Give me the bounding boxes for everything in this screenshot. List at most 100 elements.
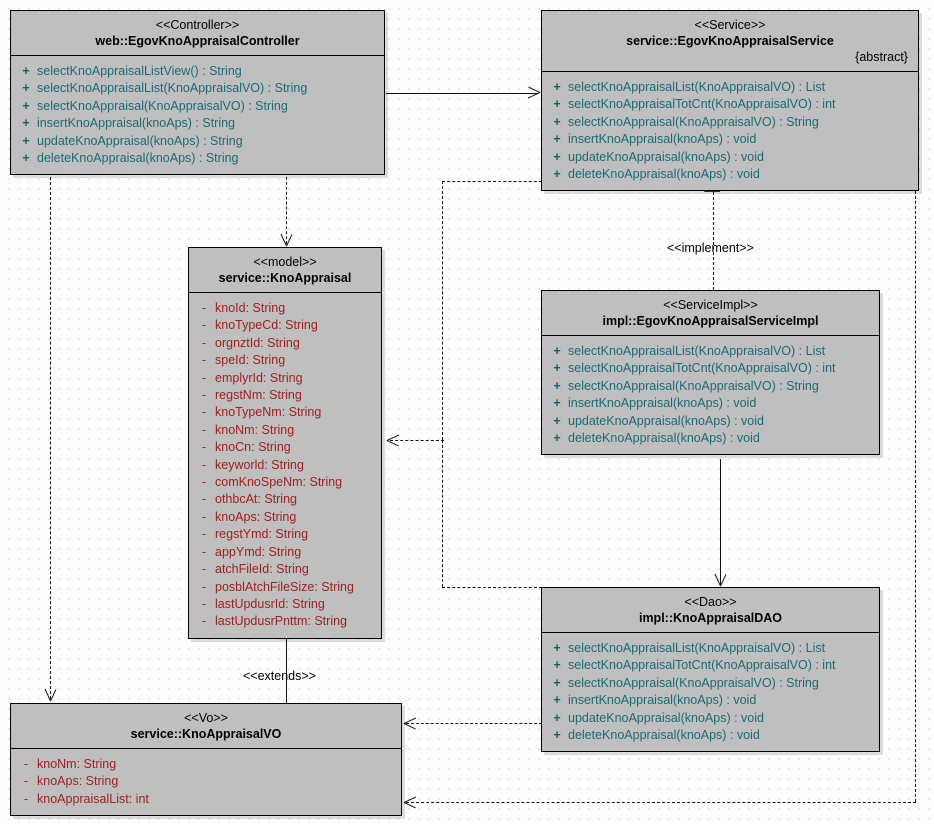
class-member: -knoTypeNm: String xyxy=(193,404,377,421)
class-member: +selectKnoAppraisalListView() : String xyxy=(15,63,380,80)
member-signature: knoNm: String xyxy=(215,422,295,437)
visibility-marker: - xyxy=(201,370,207,385)
visibility-marker: + xyxy=(553,378,561,393)
visibility-marker: + xyxy=(553,658,561,673)
class-member: -knoNm: String xyxy=(15,756,397,773)
class-members-service: +selectKnoAppraisalList(KnoAppraisalVO) … xyxy=(542,72,918,191)
class-members-controller: +selectKnoAppraisalListView() : String +… xyxy=(11,56,384,175)
member-signature: selectKnoAppraisal(KnoAppraisalVO) : Str… xyxy=(568,114,819,129)
visibility-marker: + xyxy=(553,344,561,358)
class-members-dao: + selectKnoAppraisalList(KnoAppraisalVO) … xyxy=(542,633,879,752)
class-member: -regstNm: String xyxy=(193,387,377,404)
class-stereotype: <<Service>> xyxy=(694,18,766,32)
visibility-marker: - xyxy=(23,757,29,771)
class-member: +selectKnoAppraisalList(KnoAppraisalVO) … xyxy=(546,640,875,657)
class-stereotype: <<Dao>> xyxy=(684,595,737,609)
visibility-marker: - xyxy=(201,440,207,455)
member-signature: lastUpdusrPnttm: String xyxy=(215,614,347,629)
member-signature: knoNm: String xyxy=(37,757,117,771)
visibility-marker: - xyxy=(201,579,207,594)
class-member: +selectKnoAppraisalList(KnoAppraisalVO) … xyxy=(546,79,914,96)
member-signature: deleteKnoAppraisal(knoAps) : void xyxy=(568,431,760,446)
class-member: + selectKnoAppraisalList(KnoAppraisalVO) … xyxy=(546,343,875,360)
visibility-marker: + xyxy=(553,80,561,94)
member-signature: knoAps: String xyxy=(37,774,119,789)
class-name: impl::KnoAppraisalDAO xyxy=(638,611,783,625)
class-box-model[interactable]: <<model>> service::KnoAppraisal -knoId: … xyxy=(188,247,382,639)
visibility-marker: + xyxy=(553,413,561,428)
member-signature: lastUpdusrId: String xyxy=(215,596,325,611)
visibility-marker: + xyxy=(22,98,30,113)
class-member: -lastUpdusrPnttm: String xyxy=(193,613,377,630)
member-signature: appYmd: String xyxy=(215,544,302,559)
class-member: -knoTypeCd: String xyxy=(193,317,377,334)
visibility-marker: - xyxy=(201,422,207,437)
visibility-marker: + xyxy=(22,64,30,78)
class-box-controller[interactable]: <<Controller>> web::EgovKnoAppraisalCont… xyxy=(10,10,385,176)
class-header-controller: <<Controller>> web::EgovKnoAppraisalCont… xyxy=(11,11,384,56)
class-member: + deleteKnoAppraisal(knoAps) : void xyxy=(546,727,875,744)
member-signature: knoTypeCd: String xyxy=(215,318,318,333)
member-signature: selectKnoAppraisalList(KnoAppraisalVO) :… xyxy=(568,641,826,655)
member-signature: deleteKnoAppraisal(knoAps) : void xyxy=(568,728,760,743)
visibility-marker: - xyxy=(201,544,207,559)
member-signature: knoId: String xyxy=(215,301,286,315)
member-signature: insertKnoAppraisal(knoAps) : void xyxy=(568,693,757,708)
class-member: -knoAppraisalList: int xyxy=(15,791,397,808)
member-signature: selectKnoAppraisalList(KnoAppraisalVO) :… xyxy=(568,344,826,358)
member-signature: keyworld: String xyxy=(215,457,304,472)
class-member: -lastUpdusrId: String xyxy=(193,596,377,613)
visibility-marker: - xyxy=(201,335,207,350)
class-box-dao[interactable]: <<Dao>> impl::KnoAppraisalDAO + selectKno… xyxy=(541,587,880,753)
visibility-marker: + xyxy=(553,396,561,411)
class-member: -knoAps: String xyxy=(193,509,377,526)
member-signature: selectKnoAppraisalTotCnt(KnoAppraisalVO)… xyxy=(568,97,836,112)
class-member: +deleteKnoAppraisal(knoAps) : String xyxy=(15,150,380,167)
visibility-marker: + xyxy=(553,710,561,725)
visibility-marker: - xyxy=(201,301,207,315)
member-signature: orgnztId: String xyxy=(215,335,300,350)
label-implement: <<implement>> xyxy=(667,241,754,255)
class-member: + selectKnoAppraisal(KnoAppraisalVO) : St… xyxy=(546,378,875,395)
member-signature: selectKnoAppraisal(KnoAppraisalVO) : Str… xyxy=(568,378,819,393)
member-signature: knoTypeNm: String xyxy=(215,405,322,420)
class-member: +updateKnoAppraisal(knoAps) : void xyxy=(546,413,875,430)
class-box-vo[interactable]: <<Vo>> service::KnoAppraisalVO -knoNm: S… xyxy=(10,703,402,817)
class-member: -comKnoSpeNm: String xyxy=(193,474,377,491)
class-members-vo: -knoNm: String -knoAps: String -knoAppra… xyxy=(11,749,401,816)
class-name: service::KnoAppraisalVO xyxy=(130,727,282,741)
class-member: -knoCn: String xyxy=(193,439,377,456)
member-signature: deleteKnoAppraisal(knoAps) : String xyxy=(37,151,239,166)
visibility-marker: + xyxy=(553,431,561,446)
class-box-serviceimpl[interactable]: <<ServiceImpl>> impl::EgovKnoAppraisalSe… xyxy=(541,290,880,456)
class-member: +selectKnoAppraisalTotCnt(KnoAppraisalVO… xyxy=(546,96,914,113)
visibility-marker: - xyxy=(201,492,207,507)
class-member: +insertKnoAppraisal(knoAps) : void xyxy=(546,395,875,412)
visibility-marker: - xyxy=(23,791,29,806)
class-member: +updateKnoAppraisal(knoAps) : void xyxy=(546,149,914,166)
member-signature: selectKnoAppraisal(KnoAppraisalVO) : Str… xyxy=(37,98,288,113)
class-member: -othbcAt: String xyxy=(193,491,377,508)
class-header-model: <<model>> service::KnoAppraisal xyxy=(189,248,381,293)
visibility-marker: - xyxy=(201,596,207,611)
class-members-serviceimpl: + selectKnoAppraisalList(KnoAppraisalVO) … xyxy=(542,336,879,455)
class-member: -knoId: String xyxy=(193,300,377,317)
class-header-vo: <<Vo>> service::KnoAppraisalVO xyxy=(11,704,401,749)
visibility-marker: - xyxy=(201,527,207,542)
class-member: +insertKnoAppraisal(knoAps) : void xyxy=(546,692,875,709)
class-stereotype: <<Controller>> xyxy=(155,18,240,32)
class-header-serviceimpl: <<ServiceImpl>> impl::EgovKnoAppraisalSe… xyxy=(542,291,879,336)
member-signature: insertKnoAppraisal(knoAps) : String xyxy=(37,116,236,131)
class-member: -regstYmd: String xyxy=(193,526,377,543)
class-box-service[interactable]: <<Service>> service::EgovKnoAppraisalSer… xyxy=(541,10,919,192)
class-member: +updateKnoAppraisal(knoAps) : String xyxy=(15,133,380,150)
visibility-marker: - xyxy=(23,774,29,789)
member-signature: posblAtchFileSize: String xyxy=(215,579,354,594)
class-name: service::KnoAppraisal xyxy=(218,271,352,285)
member-signature: updateKnoAppraisal(knoAps) : String xyxy=(37,133,243,148)
visibility-marker: + xyxy=(553,728,561,743)
class-member: -emplyrId: String xyxy=(193,370,377,387)
class-member: +insertKnoAppraisal(knoAps) : String xyxy=(15,115,380,132)
class-member: +updateKnoAppraisal(knoAps) : void xyxy=(546,710,875,727)
